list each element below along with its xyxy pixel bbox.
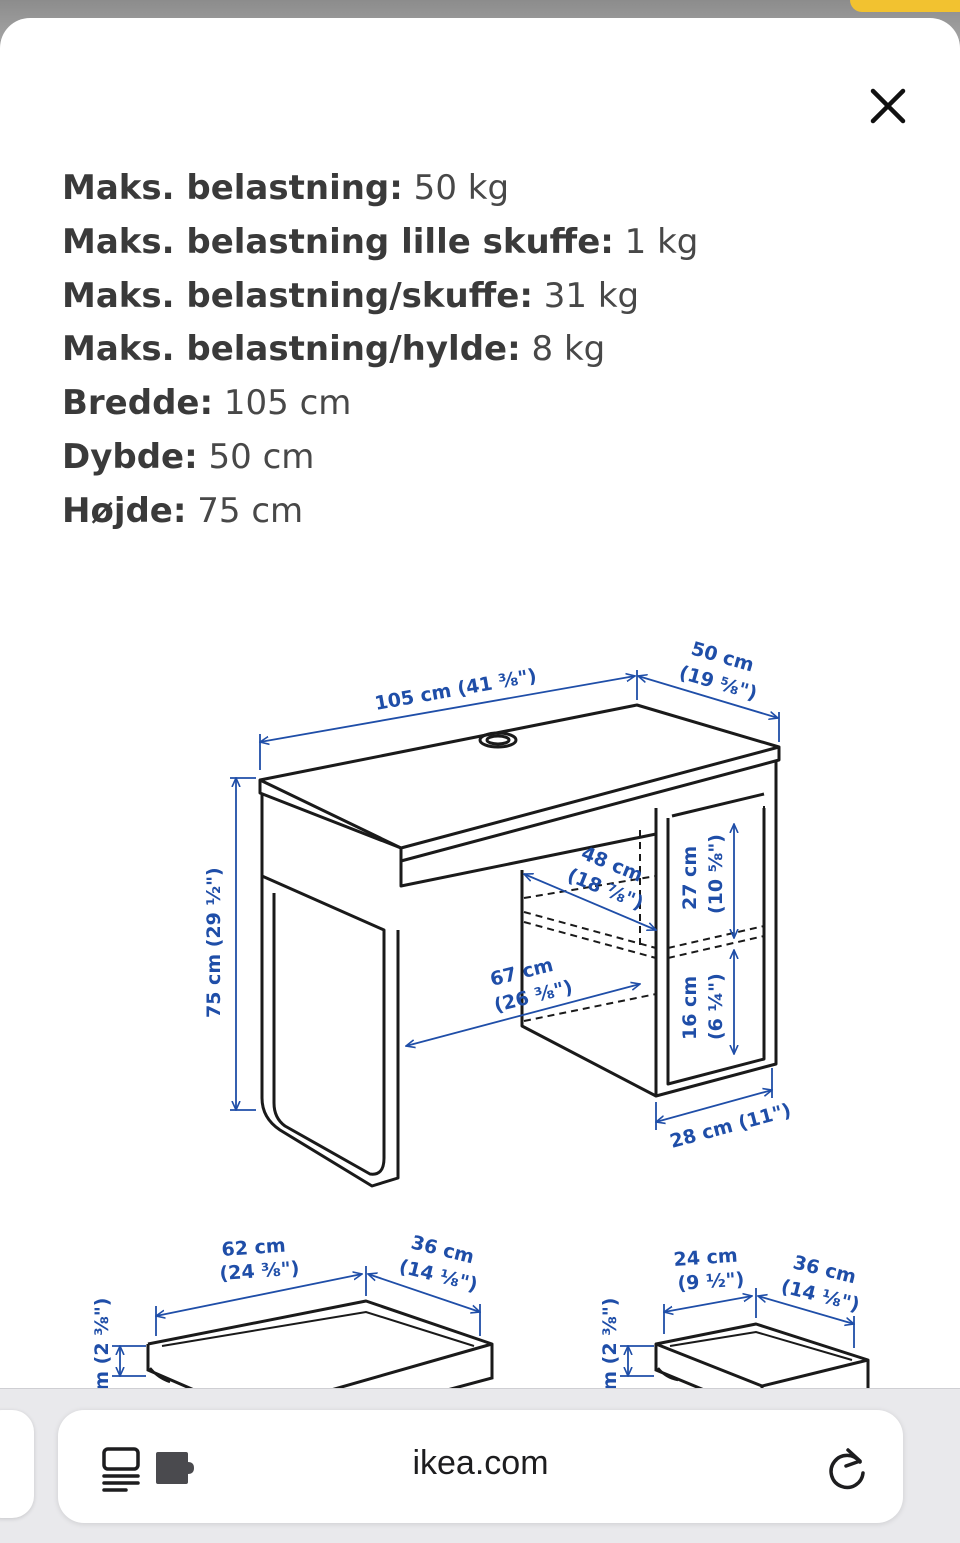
spec-label: Maks. belastning:	[62, 168, 403, 208]
desk-dimension-drawing: 105 cm (41 ⅜") 50 cm (19 ⅝") 75 cm (29 ½…	[91, 638, 870, 1418]
browser-toolbar: ikea.com	[0, 1388, 960, 1543]
reload-icon[interactable]	[824, 1446, 870, 1492]
previous-tab-preview[interactable]	[0, 1410, 34, 1518]
spec-value: 31 kg	[532, 275, 640, 316]
dim-lower-compartment: 16 cm	[679, 976, 701, 1040]
spec-value: 50 kg	[402, 168, 510, 208]
dim-cabinet-width: 28 cm (11")	[668, 1099, 794, 1152]
dim-upper-compartment-inch: (10 ⅝")	[705, 834, 727, 914]
spec-height: Højde: 75 cm	[62, 485, 698, 539]
dimension-diagram: 105 cm (41 ⅜") 50 cm (19 ⅝") 75 cm (29 ½…	[0, 590, 960, 1418]
spec-value: 8 kg	[520, 329, 606, 370]
spec-label: Maks. belastning/skuffe:	[62, 275, 533, 316]
large-drawer-width: 62 cm	[221, 1235, 287, 1261]
large-drawer-height: cm (2 ⅜")	[91, 1298, 113, 1402]
spec-list: Maks. belastning: 50 kg Maks. belastning…	[62, 162, 698, 539]
dimension-lines	[230, 670, 780, 1130]
spec-max-load-drawer: Maks. belastning/skuffe: 31 kg	[62, 270, 698, 324]
desk-outline	[258, 703, 781, 1188]
small-drawer-width: 24 cm	[673, 1245, 739, 1271]
small-drawer-height: cm (2 ⅜")	[599, 1298, 621, 1402]
spec-label: Maks. belastning lille skuffe:	[62, 221, 614, 262]
address-bar[interactable]: ikea.com	[58, 1410, 903, 1523]
spec-max-load: Maks. belastning: 50 kg	[62, 162, 698, 216]
hidden-lines	[523, 806, 765, 1058]
spec-label: Dybde:	[62, 436, 198, 477]
spec-value: 105 cm	[213, 383, 352, 424]
spec-max-load-shelf: Maks. belastning/hylde: 8 kg	[62, 323, 698, 377]
spec-label: Højde:	[62, 490, 187, 531]
dim-height: 75 cm (29 ½")	[203, 867, 225, 1018]
spec-label: Maks. belastning/hylde:	[62, 329, 521, 370]
large-drawer-width-inch: (24 ⅜")	[219, 1257, 300, 1285]
extension-puzzle-icon[interactable]	[154, 1450, 196, 1486]
spec-label: Bredde:	[62, 383, 214, 424]
spec-max-load-small-drawer: Maks. belastning lille skuffe: 1 kg	[62, 216, 698, 270]
close-icon	[870, 88, 906, 124]
small-drawer-width-inch: (9 ½")	[677, 1268, 745, 1295]
close-button[interactable]	[856, 74, 920, 138]
url-text[interactable]: ikea.com	[412, 1444, 549, 1482]
background-page-accent	[850, 0, 960, 12]
reader-mode-icon[interactable]	[100, 1446, 142, 1492]
spec-value: 50 cm	[197, 436, 315, 477]
spec-value: 75 cm	[186, 490, 304, 531]
product-details-modal: Maks. belastning: 50 kg Maks. belastning…	[0, 18, 960, 1418]
dim-lower-compartment-inch: (6 ¼")	[705, 973, 727, 1040]
spec-value: 1 kg	[613, 221, 699, 262]
spec-depth: Dybde: 50 cm	[62, 431, 698, 485]
spec-width: Bredde: 105 cm	[62, 377, 698, 431]
dim-upper-compartment: 27 cm	[679, 846, 701, 910]
